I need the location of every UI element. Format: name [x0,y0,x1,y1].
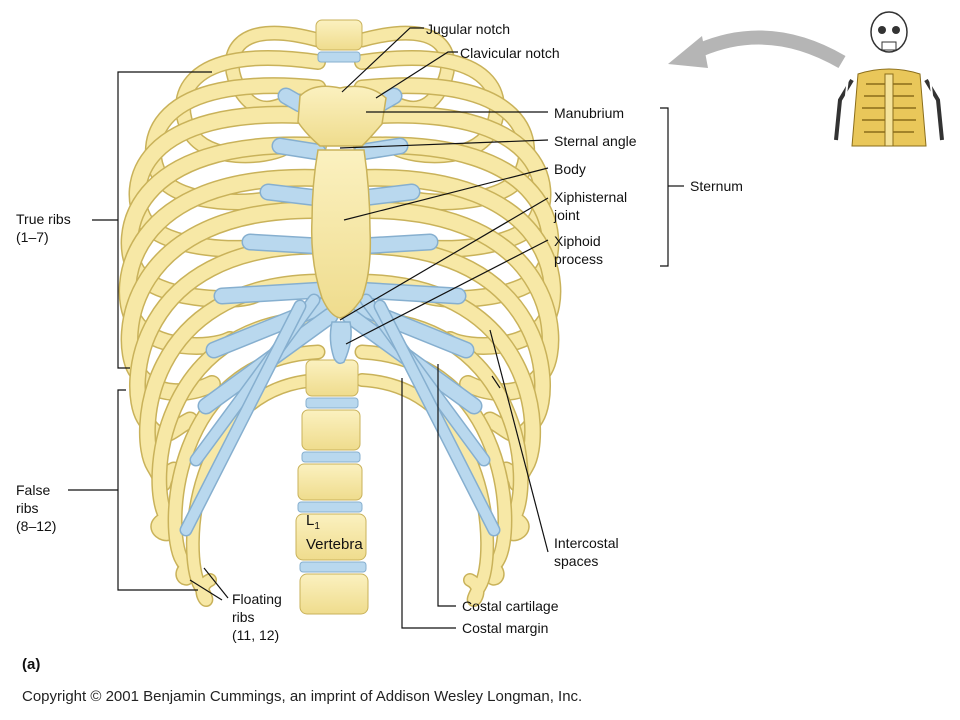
label-xiphisternal-joint: Xiphisternal joint [554,189,628,223]
costal-cartilage [351,283,465,303]
rib [355,78,534,209]
figure-caption: (a) [22,656,41,673]
costal-cartilage [273,139,325,159]
costal-cartilage [215,283,329,303]
label-intercostal-spaces: Intercostal spaces [554,535,619,569]
label-sternum: Sternum [690,178,743,194]
leader-lines [68,27,684,629]
vertebra [301,409,361,451]
costal-cartilage [355,235,437,253]
costal-cartilage [279,89,307,111]
skeleton-thumbnail-icon [668,11,944,147]
costal-cartilage [355,139,407,159]
sternal-body [310,149,372,319]
costal-cartilage [261,185,325,205]
rib [146,78,325,209]
vertebra-l1 [295,513,367,561]
curved-arrow-icon [697,30,846,69]
vertebra-t1 [315,19,363,51]
ribs-group [118,25,562,607]
label-true-ribs: True ribs (1–7) [16,211,71,245]
intervertebral-disc [317,51,361,63]
xiphoid-process [329,321,352,365]
label-sternal-angle: Sternal angle [554,133,637,149]
manubrium [297,85,387,147]
intervertebral-disc [297,501,363,513]
label-jugular-notch: Jugular notch [426,21,511,37]
vertebral-column [295,19,369,615]
intervertebral-disc [299,561,367,573]
label-xiphoid-process: Xiphoid process [554,233,604,267]
vertebra [297,463,363,501]
label-body: Body [554,161,586,177]
label-costal-margin: Costal margin [462,620,549,636]
costal-cartilage [355,185,419,205]
costal-cartilage [375,301,499,535]
label-costal-cartilage: Costal cartilage [462,598,559,614]
label-manubrium: Manubrium [554,105,625,121]
label-floating-ribs: Floating ribs (11, 12) [232,591,282,643]
label-clavicular-notch: Clavicular notch [460,45,560,61]
intervertebral-disc [301,451,361,463]
costal-cartilages [179,87,501,537]
label-l1-vertebra: L1 Vertebra [306,512,363,553]
copyright-notice: Copyright © 2001 Benjamin Cummings, an i… [22,688,583,705]
intervertebral-disc [305,397,359,409]
vertebra [305,359,359,397]
label-false-ribs: False ribs (8–12) [16,482,57,534]
costal-cartilage [181,301,305,535]
sternum [297,85,387,365]
costal-cartilage [243,235,325,253]
vertebra-l2 [299,573,369,615]
